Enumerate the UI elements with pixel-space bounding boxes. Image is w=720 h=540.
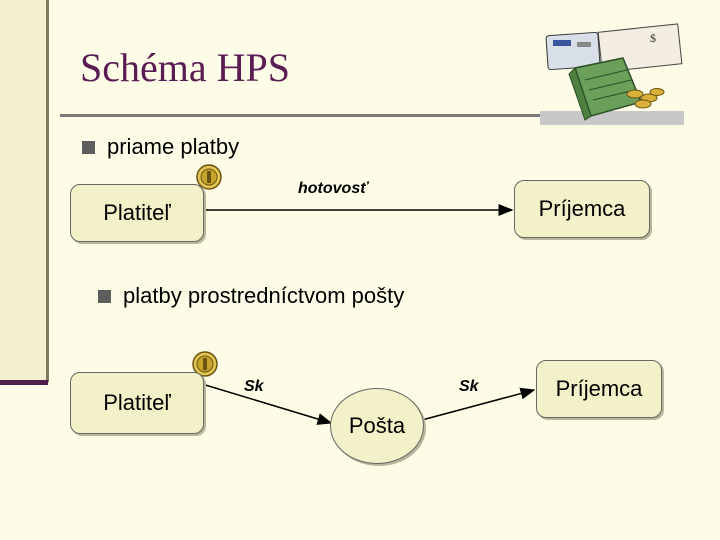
node-recipient: Príjemca bbox=[536, 360, 662, 418]
node-post-office: Pošta bbox=[330, 388, 424, 464]
title-rule bbox=[60, 114, 682, 117]
node-payer: Platiteľ bbox=[70, 184, 204, 242]
left-band-accent bbox=[0, 380, 48, 385]
edge-post-to-recipient bbox=[421, 387, 536, 421]
edge-label-cash: hotovosť bbox=[298, 180, 368, 197]
coin-icon bbox=[196, 164, 222, 190]
edge-label-sk-left: Sk bbox=[244, 378, 264, 395]
node-recipient: Príjemca bbox=[514, 180, 650, 238]
node-payer-label: Platiteľ bbox=[103, 200, 171, 225]
node-payer-label: Platiteľ bbox=[103, 390, 171, 415]
bullet-text: platby prostredníctvom pošty bbox=[123, 283, 405, 308]
node-post-label: Pošta bbox=[348, 413, 406, 438]
left-decorative-band bbox=[0, 0, 49, 382]
node-recipient-label: Príjemca bbox=[538, 196, 626, 221]
node-recipient-label: Príjemca bbox=[555, 376, 643, 401]
edge-label-sk-right: Sk bbox=[459, 378, 479, 395]
bullet-text: priame platby bbox=[107, 134, 240, 159]
node-payer: Platiteľ bbox=[70, 372, 204, 434]
bullet-marker-icon bbox=[98, 289, 111, 303]
bullet-marker-icon bbox=[82, 140, 95, 154]
bullet-direct-payments: priame platby bbox=[82, 134, 239, 160]
slide-title: Schéma HPS bbox=[80, 45, 290, 90]
edge-payer-to-post bbox=[201, 383, 333, 425]
bullet-post-payments: platby prostredníctvom pošty bbox=[98, 283, 404, 309]
coin-icon bbox=[192, 351, 218, 377]
